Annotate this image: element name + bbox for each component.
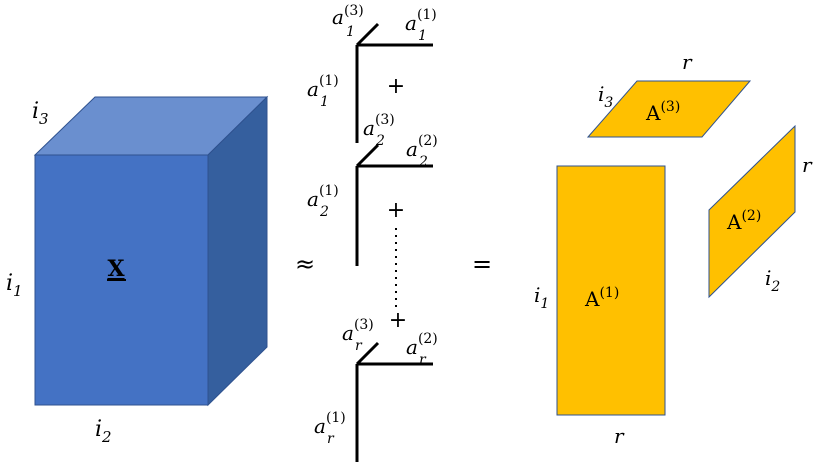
term2-a1-label: a(1) — [307, 183, 339, 211]
equals-symbol: = — [472, 250, 492, 278]
term2-a2-label: a(2) — [406, 133, 438, 161]
term2-vector-a3 — [355, 143, 380, 168]
term2-a3-sub: 2 — [375, 133, 385, 149]
term2-a2-sub: 2 — [418, 154, 428, 170]
factor-matrix-a1 — [556, 165, 666, 416]
termr-vector-a3 — [355, 341, 380, 366]
tensor-dim1-label: i1 — [6, 271, 23, 300]
factor-a1-rows-label: i1 — [534, 283, 549, 312]
factor-a2-cols-label: r — [802, 153, 813, 177]
termr-a1-sub: r — [327, 431, 335, 447]
plus-symbol-3: + — [389, 308, 407, 333]
term1-a2-sub: 1 — [418, 28, 427, 44]
term2-a3-label: a(3) — [363, 112, 395, 140]
rank-one-term-1 — [355, 22, 433, 143]
termr-a1-label: a(1) — [314, 410, 346, 438]
factor-a1-label: A(1) — [584, 285, 619, 311]
tensor-x-box — [33, 95, 269, 407]
termr-a3-label: a(3) — [342, 317, 374, 345]
rank-one-term-2 — [355, 143, 433, 266]
term1-a1-sub: 1 — [320, 94, 329, 110]
termr-a2-label: a(2) — [406, 331, 438, 359]
tensor-dim2-label: i2 — [95, 417, 112, 446]
tensor-dim3-label: i3 — [32, 99, 49, 128]
factor-a2-rows-label: i2 — [765, 266, 780, 295]
termr-a3-sub: r — [355, 338, 363, 354]
factor-a1-cols-label: r — [614, 424, 625, 448]
approx-symbol: ≈ — [295, 250, 315, 278]
plus-symbol-2: + — [387, 198, 405, 223]
factor-matrix-a2 — [708, 124, 796, 299]
factor-a3-label: A(3) — [645, 99, 680, 125]
factor-a2-label: A(2) — [726, 208, 761, 234]
term1-a1-label: a(1) — [307, 73, 339, 101]
factor-matrix-a3 — [586, 80, 752, 138]
term1-a3-sub: 1 — [346, 24, 355, 40]
term1-vector-a3 — [355, 22, 380, 47]
termr-a2-sub: r — [419, 352, 427, 368]
plus-symbol-1: + — [387, 74, 405, 99]
factor-a3-cols-label: r — [682, 50, 693, 74]
term1-a3-label: a(3) — [332, 3, 364, 29]
term1-a2-label: a(1) — [405, 7, 437, 35]
term2-a1-sub: 2 — [319, 204, 329, 220]
factor-a3-rows-label: i3 — [598, 82, 613, 111]
tensor-name: X — [107, 256, 125, 282]
rank-one-term-r — [355, 341, 433, 462]
